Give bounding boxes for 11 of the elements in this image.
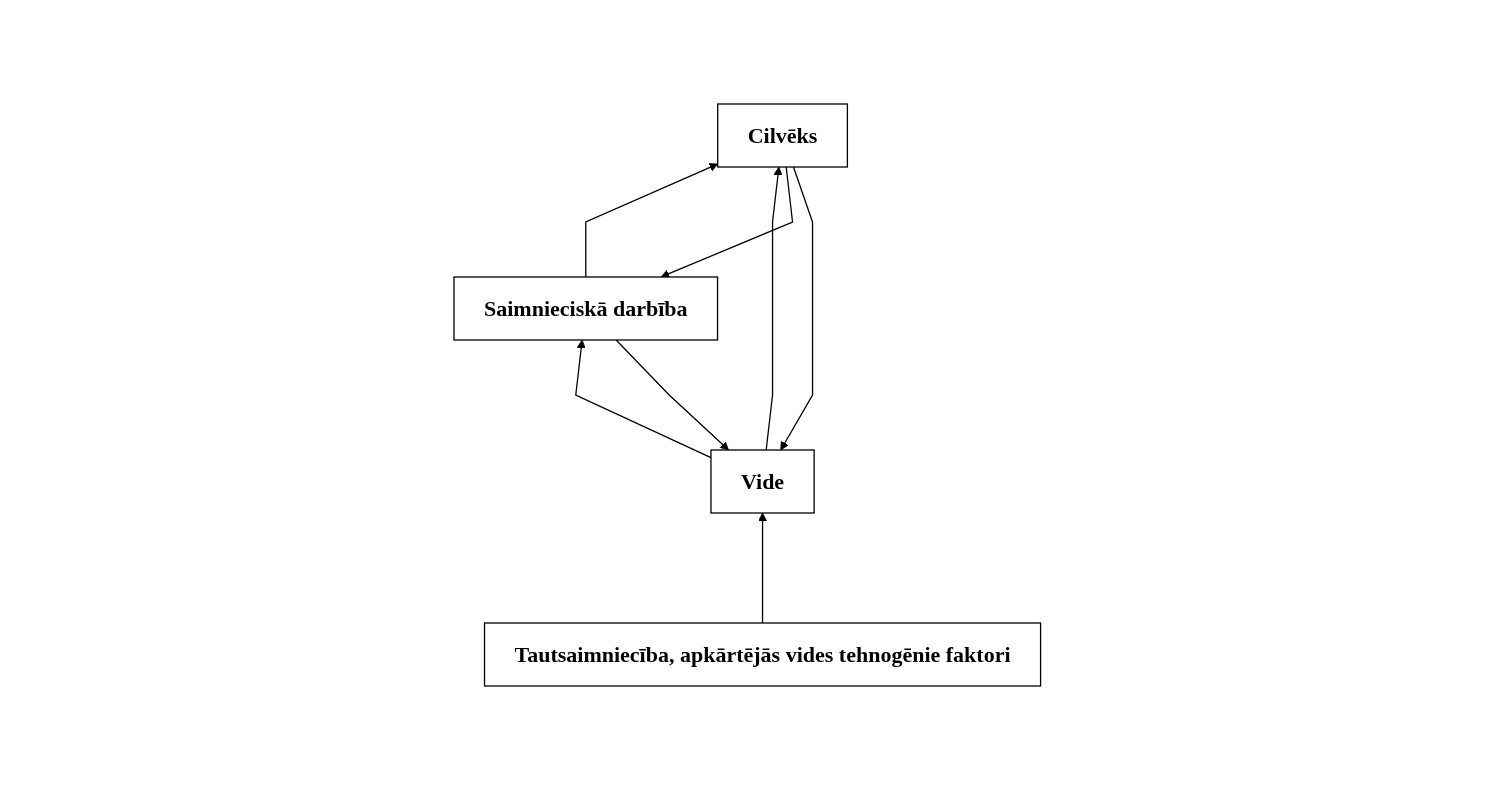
node-box: Tautsaimniecība, apkārtējās vides tehnogēnie faktori xyxy=(484,622,1042,687)
node-box: Saimnieciskā darbība xyxy=(453,276,719,341)
node-box: Cilvēks xyxy=(717,103,849,168)
arrow xyxy=(585,163,719,278)
arrow xyxy=(615,339,730,451)
node-box: Vide xyxy=(710,449,815,514)
arrow xyxy=(780,166,814,451)
arrow xyxy=(758,512,768,624)
arrow xyxy=(660,166,794,278)
arrow xyxy=(765,166,783,451)
arrow xyxy=(575,339,712,459)
